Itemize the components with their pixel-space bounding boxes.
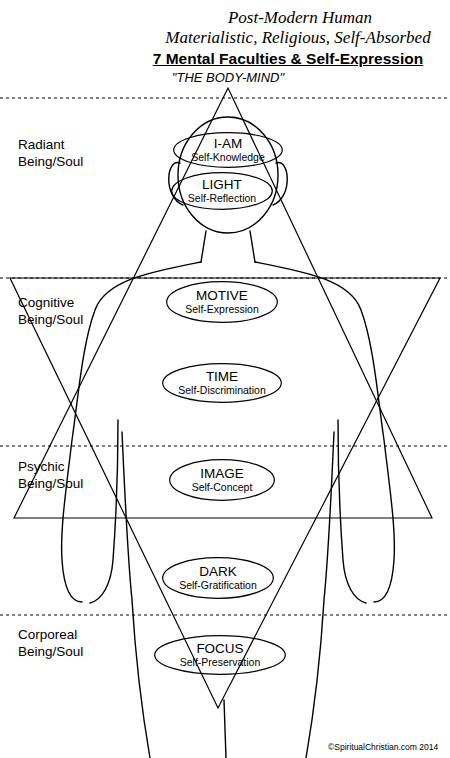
head-outline (178, 117, 278, 233)
faculty-name: MOTIVE (196, 289, 248, 303)
body-outline (62, 117, 395, 758)
faculty-name: FOCUS (196, 642, 243, 656)
faculty-name: IMAGE (200, 467, 244, 481)
arm-outline (255, 262, 394, 602)
band-label: Cognitive Being/Soul (18, 294, 90, 328)
body-half (250, 163, 394, 758)
downward-triangle (10, 278, 440, 708)
faculty-ellipse: IMAGESelf-Concept (169, 459, 275, 501)
dashed-divider (0, 615, 450, 616)
ellipse-shape (170, 460, 275, 501)
triangles (10, 88, 440, 708)
arm-outline (90, 420, 118, 603)
diagram-title: Post-Modern Human (150, 8, 450, 28)
diagram-label: "THE BODY-MIND" (128, 70, 328, 85)
faculty-description: Self-Preservation (180, 656, 261, 668)
faculty-description: Self-Concept (192, 481, 253, 493)
ellipse-content: TIMESelf-Discrimination (162, 363, 282, 403)
ellipse-shape (163, 558, 274, 599)
ellipse-content: IMAGESelf-Concept (169, 459, 275, 501)
faculty-name: TIME (206, 370, 238, 384)
body-line (224, 700, 226, 758)
faculty-ellipse: I-AMSelf-Knowledge (173, 132, 283, 168)
torso-outline (122, 432, 150, 758)
faculty-ellipse: DARKSelf-Gratification (162, 557, 274, 599)
ellipse-shape (163, 364, 282, 403)
band-label: Radiant Being/Soul (18, 136, 90, 170)
ellipse-content: DARKSelf-Gratification (162, 557, 274, 599)
ellipse-content: FOCUSSelf-Preservation (154, 635, 286, 675)
faculty-ellipse: LIGHTSelf-Reflection (171, 172, 273, 210)
faculty-description: Self-Discrimination (178, 384, 266, 396)
band-label: Corporeal Being/Soul (18, 626, 98, 660)
dashed-divider (0, 98, 450, 99)
ellipse-shape (155, 636, 286, 675)
copyright-note: ©SpiritualChristian.com 2014 (328, 742, 448, 752)
ellipse-shape (167, 282, 278, 323)
faculty-description: Self-Expression (185, 303, 259, 315)
faculty-ellipse: MOTIVESelf-Expression (166, 281, 278, 323)
body-half (62, 163, 206, 758)
faculty-name: DARK (199, 565, 237, 579)
upward-triangle (14, 88, 432, 518)
band-label: Psychic Being/Soul (18, 458, 90, 492)
subtitle: Materialistic, Religious, Self-Absorbed (148, 28, 448, 48)
neck-outline (201, 231, 206, 262)
neck-outline (250, 231, 255, 262)
band-dividers (0, 98, 450, 615)
faculty-description: Self-Gratification (179, 579, 257, 591)
ellipse-content: I-AMSelf-Knowledge (173, 132, 283, 168)
faculty-ellipse: FOCUSSelf-Preservation (154, 635, 286, 675)
dashed-divider (0, 446, 450, 447)
heading: 7 Mental Faculties & Self-Expression (126, 49, 450, 69)
faculty-name: I-AM (214, 137, 243, 151)
ellipse-content: MOTIVESelf-Expression (166, 281, 278, 323)
faculty-ellipse: TIMESelf-Discrimination (162, 363, 282, 403)
faculty-description: Self-Knowledge (191, 151, 265, 163)
ellipse-content: LIGHTSelf-Reflection (171, 172, 273, 210)
faculty-description: Self-Reflection (188, 192, 256, 204)
ellipse-shape (174, 133, 283, 168)
ellipse-shape (172, 173, 273, 210)
faculty-name: LIGHT (202, 178, 242, 192)
torso-outline (306, 432, 334, 758)
